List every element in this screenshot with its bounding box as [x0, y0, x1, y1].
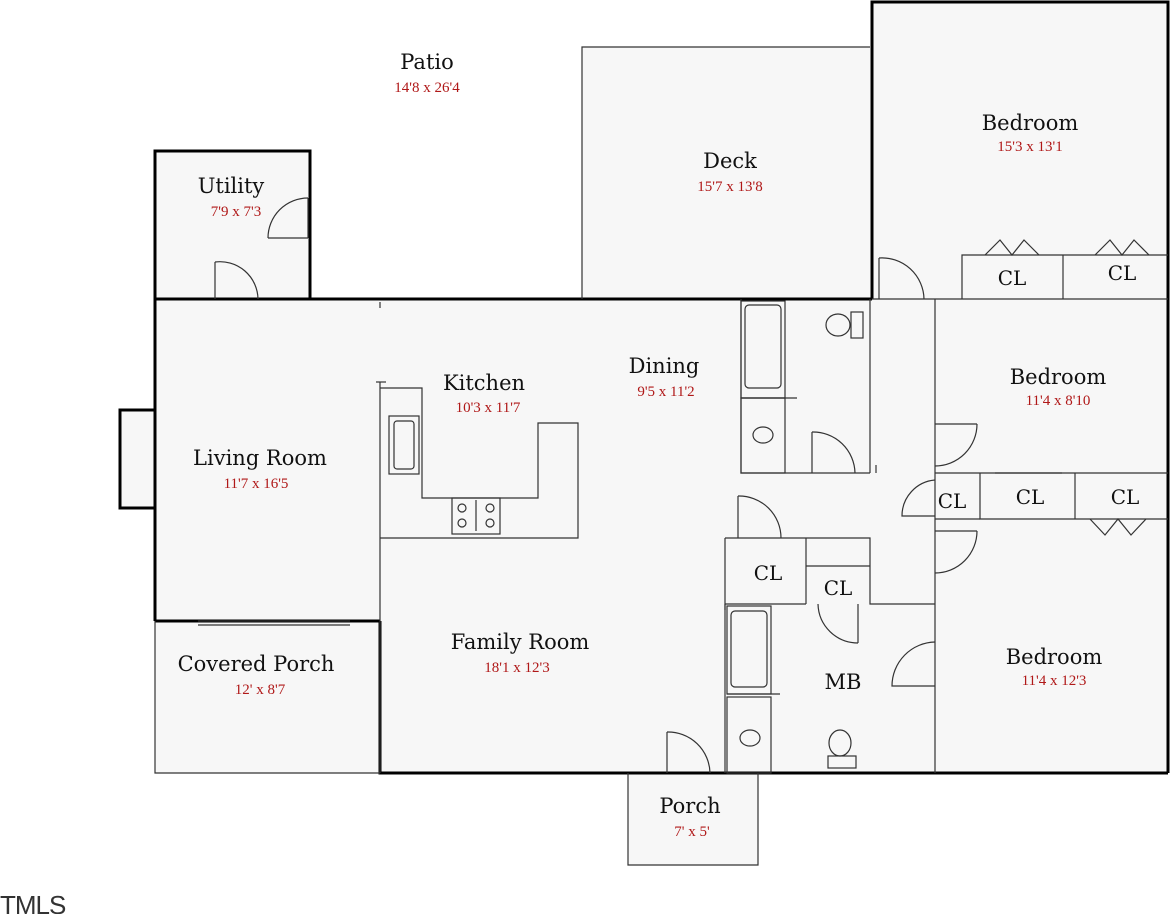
room-dims-bedroom-1: 15'3 x 13'1	[997, 139, 1062, 155]
room-name-kitchen: Kitchen	[443, 371, 525, 395]
closet-label: CL	[824, 576, 853, 600]
closet-label: CL	[1016, 485, 1045, 509]
room-label-porch: Porch 7' x 5'	[659, 794, 720, 840]
toilet-hall	[825, 311, 864, 339]
room-dims-bedroom-2: 11'4 x 8'10	[1026, 393, 1091, 409]
room-name-utility: Utility	[198, 174, 265, 198]
watermark-logo: TMLS	[0, 890, 66, 914]
room-name-porch: Porch	[659, 794, 720, 818]
room-label-living-room: Living Room 11'7 x 16'5	[193, 446, 327, 492]
room-label-covered-porch: Covered Porch 12' x 8'7	[178, 652, 335, 698]
room-name-bedroom-2: Bedroom	[1010, 365, 1107, 389]
room-dims-covered-porch: 12' x 8'7	[235, 682, 286, 698]
room-label-family-room: Family Room 18'1 x 12'3	[451, 630, 590, 676]
closet-label: CL	[1108, 261, 1137, 285]
room-dims-deck: 15'7 x 13'8	[697, 179, 762, 195]
room-dims-dining: 9'5 x 11'2	[637, 384, 694, 400]
room-name-patio: Patio	[400, 50, 454, 74]
room-dims-living-room: 11'7 x 16'5	[224, 476, 289, 492]
room-label-utility: Utility 7'9 x 7'3	[198, 174, 265, 220]
stove	[451, 497, 501, 535]
room-name-living-room: Living Room	[193, 446, 327, 470]
room-dims-utility: 7'9 x 7'3	[211, 204, 261, 220]
room-dims-family-room: 18'1 x 12'3	[484, 660, 549, 676]
room-name-master-bath: MB	[825, 670, 862, 694]
room-label-bedroom-3: Bedroom 11'4 x 12'3	[1006, 645, 1103, 689]
room-name-dining: Dining	[629, 354, 700, 378]
room-label-bedroom-1: Bedroom 15'3 x 13'1	[982, 111, 1079, 155]
closet-label: CL	[1111, 485, 1140, 509]
sink-master	[726, 696, 772, 774]
bathtub-master	[726, 605, 780, 695]
room-name-covered-porch: Covered Porch	[178, 652, 335, 676]
doors	[214, 197, 1150, 774]
outdoor-outlines	[154, 46, 870, 866]
room-label-bedroom-2: Bedroom 11'4 x 8'10	[1010, 365, 1107, 409]
room-name-bedroom-1: Bedroom	[982, 111, 1079, 135]
closet-labels: CL CL CL CL CL CL CL	[754, 261, 1140, 600]
room-label-deck: Deck 15'7 x 13'8	[697, 149, 762, 195]
sink-hall	[740, 397, 786, 474]
room-fills	[120, 2, 1168, 865]
room-dims-kitchen: 10'3 x 11'7	[456, 400, 521, 416]
closet-label: CL	[998, 266, 1027, 290]
room-name-family-room: Family Room	[451, 630, 590, 654]
room-name-deck: Deck	[703, 149, 757, 173]
room-label-kitchen: Kitchen 10'3 x 11'7	[443, 371, 525, 416]
kitchen-sink	[388, 415, 420, 475]
room-name-bedroom-3: Bedroom	[1006, 645, 1103, 669]
room-label-patio: Patio 14'8 x 26'4	[394, 50, 460, 96]
room-label-dining: Dining 9'5 x 11'2	[629, 354, 700, 400]
room-dims-bedroom-3: 11'4 x 12'3	[1022, 673, 1087, 689]
toilet-master	[827, 729, 857, 769]
closet-label: CL	[754, 561, 783, 585]
room-dims-patio: 14'8 x 26'4	[394, 80, 460, 96]
room-dims-porch: 7' x 5'	[674, 824, 710, 840]
interior-walls	[376, 254, 1168, 773]
closet-label: CL	[938, 489, 967, 513]
